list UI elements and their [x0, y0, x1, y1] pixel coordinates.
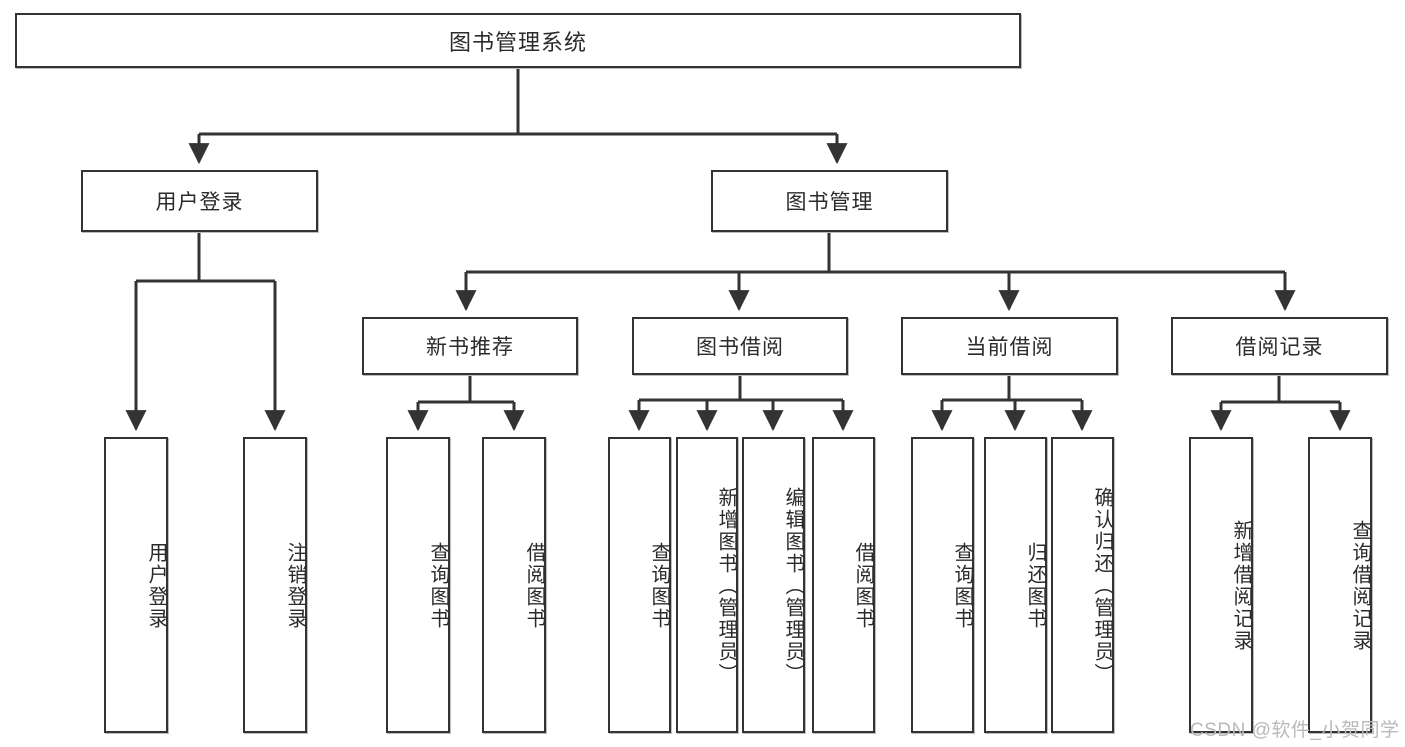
- leaf-query-borrow-record[interactable]: 查询借阅记录: [1308, 437, 1372, 733]
- csdn-watermark: CSDN @软件_小贺同学: [1190, 720, 1400, 741]
- node-book-management[interactable]: 图书管理: [711, 170, 948, 232]
- node-user-login[interactable]: 用户登录: [81, 170, 318, 232]
- leaf-logout[interactable]: 注销登录: [243, 437, 307, 733]
- leaf-add-book-admin[interactable]: 新增图书（管理员）: [676, 437, 738, 733]
- leaf-borrow-book-recommend[interactable]: 借阅图书: [482, 437, 546, 733]
- node-borrowing-records[interactable]: 借阅记录: [1171, 317, 1388, 375]
- leaf-borrow-book[interactable]: 借阅图书: [812, 437, 875, 733]
- leaf-return-book[interactable]: 归还图书: [984, 437, 1047, 733]
- leaf-edit-book-admin[interactable]: 编辑图书（管理员）: [742, 437, 805, 733]
- node-new-book-recommendation[interactable]: 新书推荐: [362, 317, 578, 375]
- node-root-system[interactable]: 图书管理系统: [15, 13, 1021, 68]
- node-current-borrowing[interactable]: 当前借阅: [901, 317, 1118, 375]
- leaf-query-book-recommend[interactable]: 查询图书: [386, 437, 450, 733]
- leaf-add-borrow-record[interactable]: 新增借阅记录: [1189, 437, 1253, 733]
- leaf-confirm-return-admin[interactable]: 确认归还（管理员）: [1051, 437, 1114, 733]
- node-book-borrowing[interactable]: 图书借阅: [632, 317, 848, 375]
- leaf-query-book-current[interactable]: 查询图书: [911, 437, 974, 733]
- leaf-query-book-borrow[interactable]: 查询图书: [608, 437, 671, 733]
- leaf-user-login[interactable]: 用户登录: [104, 437, 168, 733]
